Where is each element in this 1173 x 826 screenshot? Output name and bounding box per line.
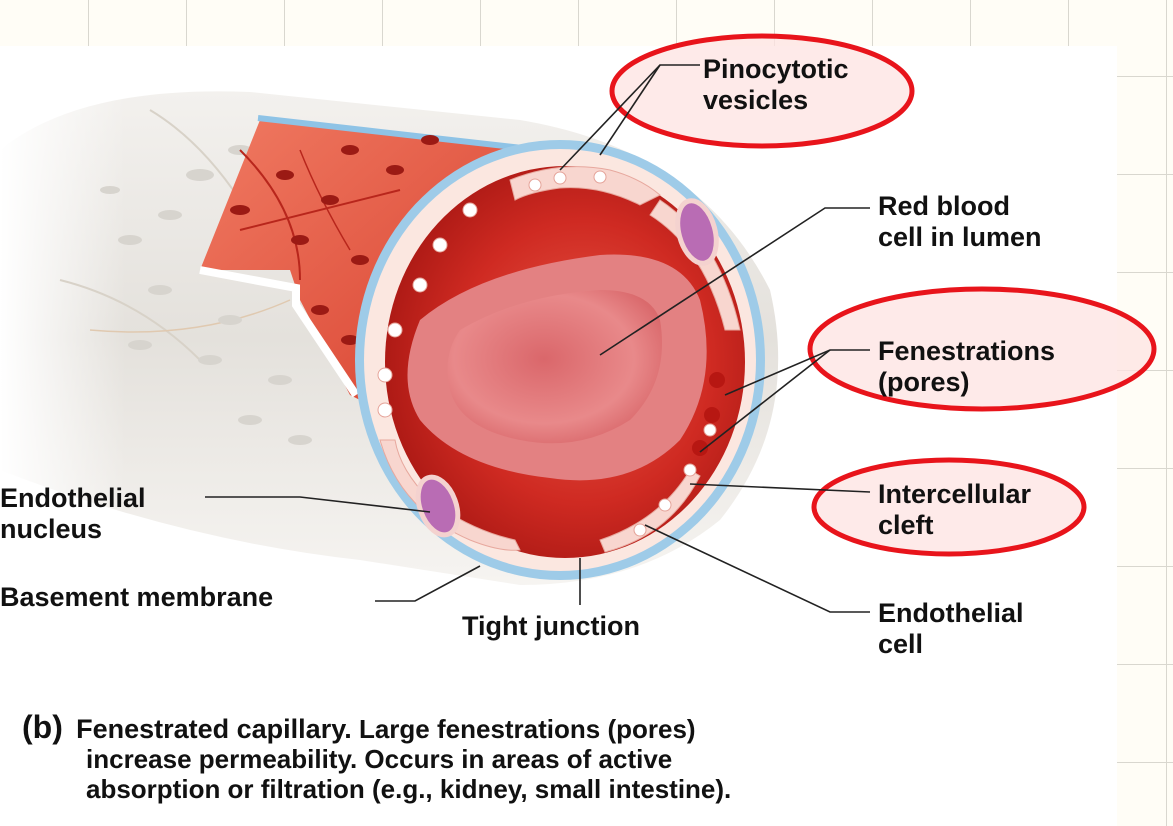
label-intercellular-cleft: Intercellular cleft bbox=[878, 479, 1032, 540]
caption-line-1: Large fenestrations (pores) bbox=[358, 714, 696, 744]
label-pinocytotic-vesicles: Pinocytotic vesicles bbox=[703, 54, 849, 115]
label-fenestrations: Fenestrations (pores) bbox=[878, 336, 1056, 397]
nucleus-lower bbox=[415, 474, 461, 538]
label-tight-junction: Tight junction bbox=[462, 611, 640, 641]
cross-section bbox=[355, 140, 765, 580]
label-basement-membrane: Basement membrane bbox=[0, 582, 274, 612]
caption-line-2: increase permeability. Occurs in areas o… bbox=[86, 744, 673, 774]
nucleus-upper bbox=[675, 198, 719, 266]
figure-caption: (b) Fenestrated capillary. Large fenestr… bbox=[22, 709, 1022, 804]
caption-letter: (b) bbox=[22, 709, 63, 745]
caption-line-3: absorption or filtration (e.g., kidney, … bbox=[86, 774, 732, 804]
label-endothelial-cell: Endothelial cell bbox=[878, 598, 1024, 659]
label-endothelial-nucleus: Endothelial nucleus bbox=[0, 483, 146, 544]
leader-lines bbox=[205, 64, 871, 613]
red-blood-cell bbox=[407, 254, 707, 481]
caption-title: Fenestrated capillary. bbox=[76, 714, 352, 744]
label-red-blood-cell: Red blood cell in lumen bbox=[878, 191, 1042, 252]
highlight-ovals bbox=[609, 33, 1157, 557]
